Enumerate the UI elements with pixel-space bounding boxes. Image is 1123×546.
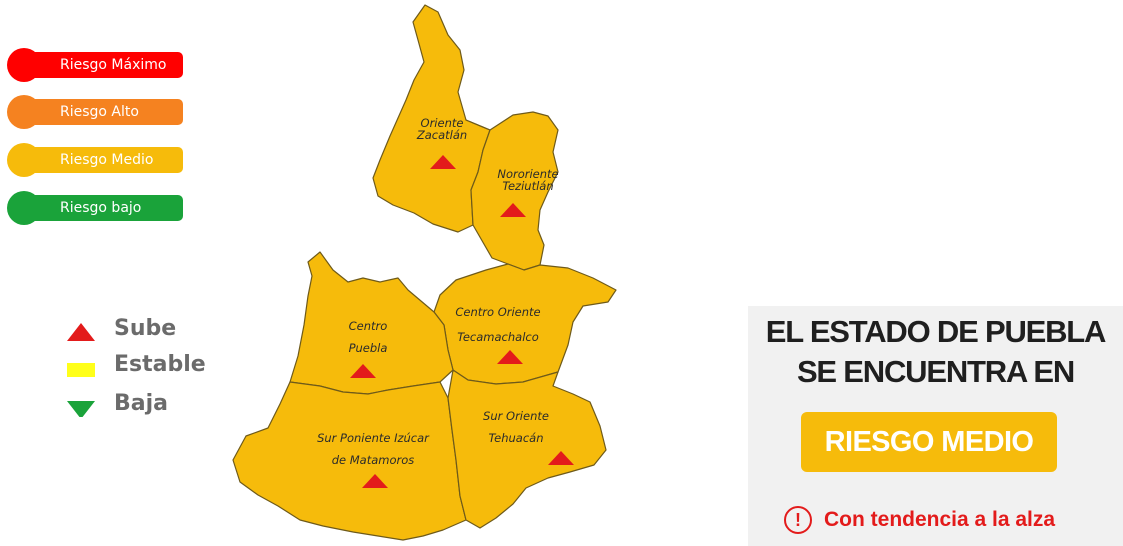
triangle-up-icon — [67, 323, 95, 341]
region-label-line: Sur Poniente Izúcar — [317, 431, 430, 445]
region-label-line: Puebla — [349, 341, 388, 355]
trend-up-marker-icon — [497, 350, 523, 364]
risk-legend-label: Riesgo bajo — [60, 200, 142, 216]
region-oriente-zacatlan[interactable] — [372, 4, 491, 233]
panel-title-line1: EL ESTADO DE PUEBLA — [765, 314, 1107, 349]
trend-up-marker-icon — [548, 451, 574, 465]
region-centro-oriente-tecamachalco[interactable] — [433, 263, 617, 385]
region-centro-puebla[interactable] — [289, 251, 454, 395]
trend-legend-label: Baja — [114, 391, 169, 416]
risk-circle-icon — [7, 143, 41, 177]
risk-legend-bar: Riesgo Alto — [23, 99, 183, 125]
trend-up-marker-icon — [430, 155, 456, 169]
puebla-regions-map: Oriente Zacatlán Nororiente Teziutlán Ce… — [232, 4, 617, 541]
triangle-down-icon — [67, 401, 95, 417]
risk-circle-icon — [7, 95, 41, 129]
risk-legend-item-bajo: Riesgo bajo — [7, 191, 183, 225]
risk-legend-label: Riesgo Medio — [60, 152, 154, 168]
region-label-line: Nororiente — [497, 167, 558, 181]
region-label-line: Centro Oriente — [455, 305, 540, 319]
risk-legend-item-alto: Riesgo Alto — [7, 95, 183, 129]
risk-legend-bar: Riesgo Máximo — [23, 52, 183, 78]
region-label-line: Tecamachalco — [457, 330, 539, 344]
risk-level-badge: RIESGO MEDIO — [801, 412, 1057, 472]
region-sur-oriente-tehuacan[interactable] — [447, 369, 607, 529]
trend-text: Con tendencia a la alza — [824, 508, 1056, 531]
trend-legend-label: Estable — [114, 352, 206, 377]
region-sur-poniente-izucar[interactable] — [232, 381, 467, 541]
region-label-line: de Matamoros — [332, 453, 415, 467]
panel-title-line2: SE ENCUENTRA EN — [796, 354, 1075, 389]
risk-legend-bar: Riesgo Medio — [23, 147, 183, 173]
region-label-line: Oriente — [421, 116, 464, 130]
risk-legend-bar: Riesgo bajo — [23, 195, 183, 221]
trend-up-marker-icon — [500, 203, 526, 217]
region-label-line: Sur Oriente — [483, 409, 549, 423]
risk-legend-item-medio: Riesgo Medio — [7, 143, 183, 177]
trend-up-marker-icon — [350, 364, 376, 378]
region-label-line: Zacatlán — [416, 128, 467, 142]
risk-circle-icon — [7, 48, 41, 82]
trend-legend-label: Sube — [114, 316, 177, 341]
region-label-line: Tehuacán — [489, 431, 544, 445]
risk-legend-label: Riesgo Máximo — [60, 57, 167, 73]
exclamation-circle-icon: ! — [784, 506, 812, 534]
risk-circle-icon — [7, 191, 41, 225]
risk-legend-item-maximo: Riesgo Máximo — [7, 48, 183, 82]
region-label-line: Centro — [349, 319, 388, 333]
status-panel: EL ESTADO DE PUEBLA SE ENCUENTRA EN RIES… — [748, 306, 1123, 546]
region-nororiente-teziutlan[interactable] — [465, 111, 559, 271]
stable-rectangle-icon — [67, 363, 95, 377]
region-label-line: Teziutlán — [502, 179, 553, 193]
trend-up-marker-icon — [362, 474, 388, 488]
risk-legend-label: Riesgo Alto — [60, 104, 139, 120]
